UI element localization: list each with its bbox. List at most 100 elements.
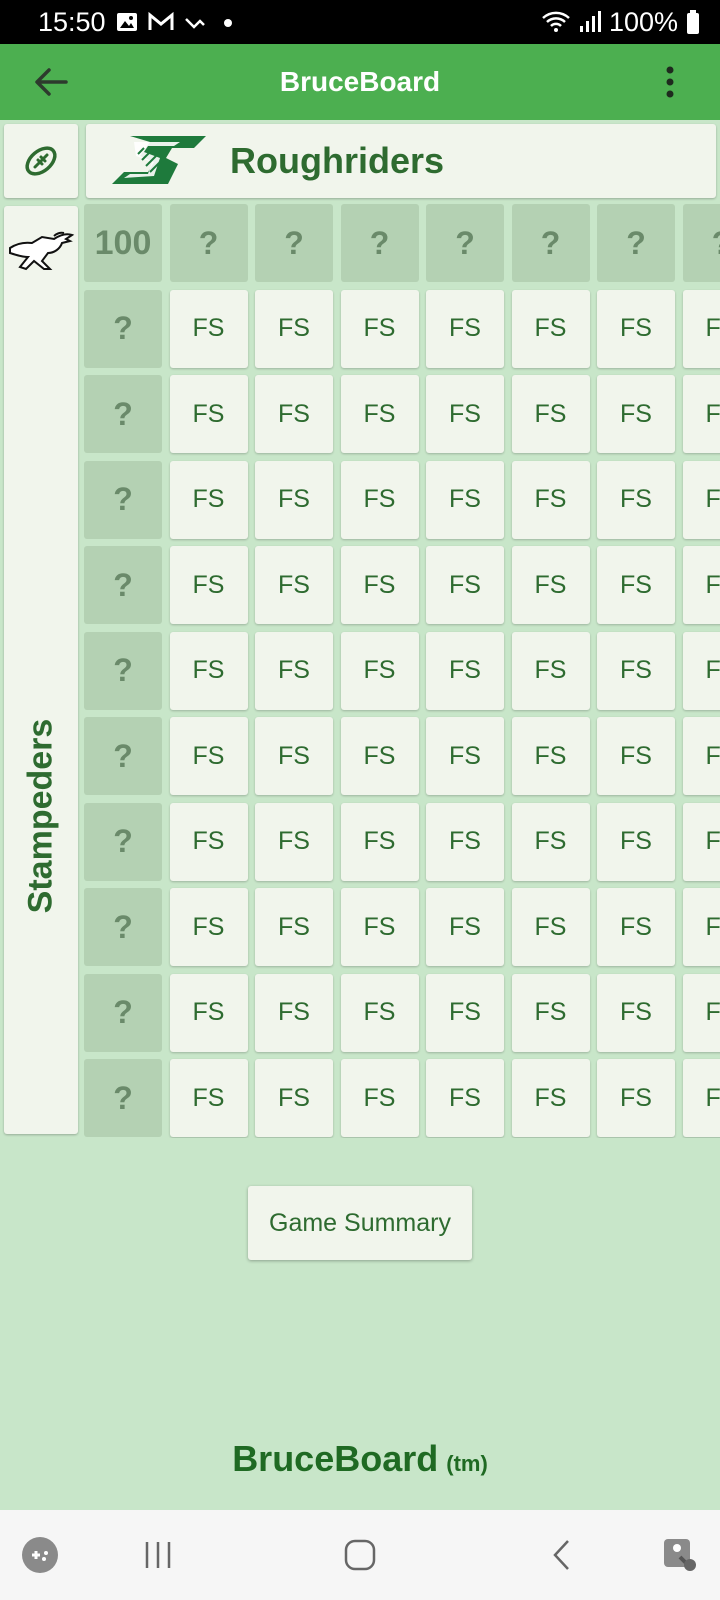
board-square[interactable]: FS [597, 802, 675, 881]
board-square[interactable]: FS [426, 546, 504, 624]
board-square[interactable]: FS [597, 973, 675, 1052]
board-square[interactable]: FS [426, 888, 504, 966]
board-square[interactable]: FS [340, 546, 419, 624]
board-square[interactable]: FS [255, 717, 333, 795]
roughriders-logo [110, 134, 208, 191]
board-square[interactable]: FS [426, 717, 504, 795]
board-square[interactable]: FS [169, 717, 248, 795]
footer-brand-tm: (tm) [446, 1451, 488, 1476]
board-square[interactable]: FS [426, 1059, 504, 1137]
back-button[interactable] [30, 62, 74, 102]
board-square[interactable]: FS [169, 973, 248, 1052]
top-team-name: Roughriders [230, 140, 445, 181]
board-square[interactable]: FS [682, 631, 720, 710]
accessibility-button[interactable] [652, 1510, 708, 1600]
board-square[interactable]: FS [597, 460, 675, 539]
board-square[interactable]: FS [255, 631, 333, 710]
home-button[interactable] [330, 1510, 390, 1600]
column-header: ? [169, 204, 248, 282]
navigation-bar [0, 1510, 720, 1600]
board-square[interactable]: FS [682, 973, 720, 1052]
nav-back-button[interactable] [532, 1510, 592, 1600]
board-square[interactable]: FS [255, 802, 333, 881]
board-square[interactable]: FS [511, 888, 590, 966]
board-square[interactable]: FS [255, 289, 333, 368]
board-square[interactable]: FS [511, 1059, 590, 1137]
status-time: 15:50 [38, 7, 106, 37]
board-square[interactable]: FS [169, 888, 248, 966]
board-square[interactable]: FS [511, 717, 590, 795]
footer-brand-name: BruceBoard [232, 1438, 439, 1479]
board-square[interactable]: FS [340, 973, 419, 1052]
board-square[interactable]: FS [340, 289, 419, 368]
board-square[interactable]: FS [682, 1059, 720, 1137]
board-square[interactable]: FS [169, 1059, 248, 1137]
board-square[interactable]: FS [597, 888, 675, 966]
board-square[interactable]: FS [511, 375, 590, 453]
board-square[interactable]: FS [340, 631, 419, 710]
board-square[interactable]: FS [682, 802, 720, 881]
recent-apps-icon [145, 1542, 171, 1568]
board-square[interactable]: FS [169, 460, 248, 539]
board-square[interactable]: FS [511, 460, 590, 539]
board-square[interactable]: FS [255, 973, 333, 1052]
board-square[interactable]: FS [426, 460, 504, 539]
board-square[interactable]: FS [511, 631, 590, 710]
board-square[interactable]: FS [169, 546, 248, 624]
game-launcher-button[interactable] [14, 1510, 66, 1600]
gallery-icon [116, 11, 138, 33]
board-square[interactable]: FS [597, 631, 675, 710]
board-square[interactable]: FS [255, 1059, 333, 1137]
board-square[interactable]: FS [340, 375, 419, 453]
board-square[interactable]: FS [511, 546, 590, 624]
board-square[interactable]: FS [682, 546, 720, 624]
board-square[interactable]: FS [255, 375, 333, 453]
board-square[interactable]: FS [682, 717, 720, 795]
board-square[interactable]: FS [169, 802, 248, 881]
app-bar: BruceBoard [0, 44, 720, 120]
score-cell: 100 [84, 204, 162, 282]
row-header: ? [84, 289, 162, 368]
board-square[interactable]: FS [597, 375, 675, 453]
overflow-menu-button[interactable] [660, 62, 680, 102]
board-square[interactable]: FS [511, 973, 590, 1052]
football-button[interactable] [4, 124, 78, 198]
board-square[interactable]: FS [682, 375, 720, 453]
board-square[interactable]: FS [682, 289, 720, 368]
board-square[interactable]: FS [597, 289, 675, 368]
board-square[interactable]: FS [169, 631, 248, 710]
row-header: ? [84, 888, 162, 966]
board-square[interactable]: FS [255, 460, 333, 539]
board-square[interactable]: FS [426, 375, 504, 453]
board-square[interactable]: FS [169, 289, 248, 368]
board-square[interactable]: FS [511, 289, 590, 368]
board-square[interactable]: FS [340, 460, 419, 539]
accessibility-icon [664, 1539, 696, 1571]
home-icon [344, 1539, 376, 1571]
missed-call-icon [184, 11, 208, 33]
board-square[interactable]: FS [426, 289, 504, 368]
board-square[interactable]: FS [340, 717, 419, 795]
board-square[interactable]: FS [169, 375, 248, 453]
board-square[interactable]: FS [597, 546, 675, 624]
stampeders-logo [8, 230, 76, 279]
board-square[interactable]: FS [340, 802, 419, 881]
board-square[interactable]: FS [340, 888, 419, 966]
recent-apps-button[interactable] [128, 1510, 188, 1600]
board-square[interactable]: FS [255, 546, 333, 624]
board-square[interactable]: FS [597, 717, 675, 795]
board-square[interactable]: FS [682, 888, 720, 966]
board-square[interactable]: FS [511, 802, 590, 881]
row-header: ? [84, 375, 162, 453]
battery-icon [686, 9, 700, 35]
game-summary-button[interactable]: Game Summary [248, 1186, 472, 1260]
football-icon [25, 146, 57, 176]
signal-icon [579, 10, 601, 34]
board-square[interactable]: FS [682, 460, 720, 539]
board-square[interactable]: FS [597, 1059, 675, 1137]
board-square[interactable]: FS [426, 631, 504, 710]
board-square[interactable]: FS [426, 973, 504, 1052]
board-square[interactable]: FS [340, 1059, 419, 1137]
board-square[interactable]: FS [426, 802, 504, 881]
board-square[interactable]: FS [255, 888, 333, 966]
